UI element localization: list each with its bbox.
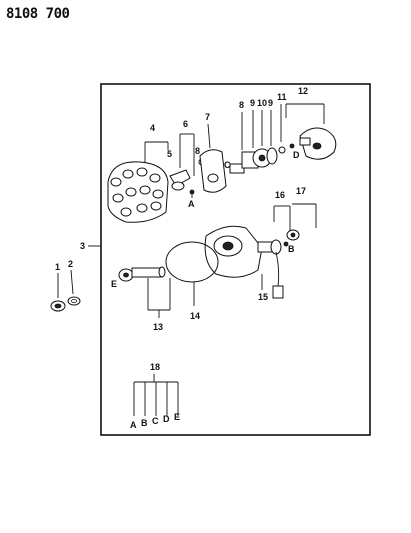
letter-e-left: E bbox=[111, 279, 117, 289]
drive-gear-part-13 bbox=[118, 266, 166, 282]
connector-plug bbox=[272, 285, 284, 299]
kit-18-letter-d: D bbox=[163, 414, 170, 424]
callout-6: 6 bbox=[183, 119, 188, 129]
callout-12: 12 bbox=[298, 86, 308, 96]
shaft-assembly-parts-8-10 bbox=[241, 147, 278, 169]
callout-11: 11 bbox=[277, 92, 287, 102]
o-ring-part-14 bbox=[165, 241, 219, 283]
distributor-cap-part-4 bbox=[107, 161, 169, 223]
callout-14: 14 bbox=[190, 311, 200, 321]
callout-13: 13 bbox=[153, 322, 163, 332]
callout-2: 2 bbox=[68, 259, 73, 269]
dust-shield-part-7 bbox=[199, 149, 227, 193]
callout-9-left: 9 bbox=[250, 98, 255, 108]
nut-part-1 bbox=[50, 300, 66, 312]
callout-15: 15 bbox=[258, 292, 268, 302]
callout-16: 16 bbox=[275, 190, 285, 200]
parts-frame bbox=[100, 83, 371, 436]
kit-18-letter-e: E bbox=[174, 412, 180, 422]
callout-5: 5 bbox=[167, 149, 172, 159]
distributor-housing-part-15 bbox=[204, 225, 282, 278]
callout-1: 1 bbox=[55, 262, 60, 272]
letter-c-shaft: C bbox=[224, 160, 231, 170]
callout-10: 10 bbox=[257, 98, 267, 108]
callout-4: 4 bbox=[150, 123, 155, 133]
callout-3: 3 bbox=[80, 241, 85, 251]
page-code: 8108 700 bbox=[6, 6, 70, 22]
letter-d-pickup: D bbox=[293, 150, 300, 160]
rotor-part-5 bbox=[169, 169, 191, 191]
callout-8-left: 8 bbox=[195, 146, 200, 156]
kit-18-letter-a: A bbox=[130, 420, 137, 430]
callout-8-right: 8 bbox=[239, 100, 244, 110]
callout-7: 7 bbox=[205, 112, 210, 122]
kit-18-letter-b: B bbox=[141, 418, 148, 428]
callout-18: 18 bbox=[150, 362, 160, 372]
callout-17: 17 bbox=[296, 186, 306, 196]
pickup-coil-part-12 bbox=[299, 127, 337, 160]
callout-9-right: 9 bbox=[268, 98, 273, 108]
letter-b-right: B bbox=[288, 244, 295, 254]
washer-part-2 bbox=[67, 296, 81, 306]
spring-clip-part-17 bbox=[286, 229, 300, 241]
kit-18-letter-c: C bbox=[152, 416, 159, 426]
letter-a-cap: A bbox=[188, 199, 195, 209]
